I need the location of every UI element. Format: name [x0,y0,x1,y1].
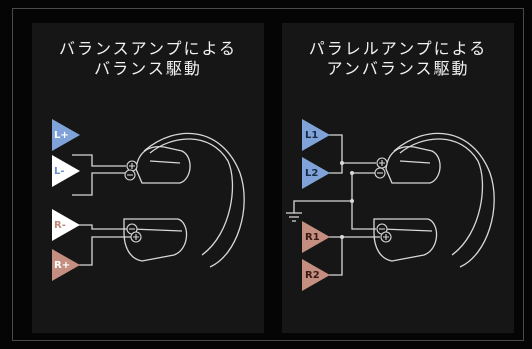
amp-triangle-l1 [302,119,330,151]
wire-l1 [326,134,376,164]
lower-earcup [123,218,188,262]
lower-earcup [373,218,438,262]
amp-triangle-l2 [302,157,330,189]
headband-inner-lower [201,160,234,256]
balanced-panel-title: バランスアンプによる バランス駆動 [32,39,264,79]
wire-l2 [326,163,343,174]
plus-sign-icon [129,163,135,169]
amp-label-r-minus: R- [54,220,66,231]
junction-dot [340,161,344,165]
wire-ground-bus [293,173,353,213]
amp-triangle-r2 [302,259,330,291]
wire-r-plus [72,236,132,266]
balanced-amp-panel: バランスアンプによる バランス駆動 [32,23,264,333]
outer-frame [12,8,524,341]
wire-ground-right-minus [351,201,376,230]
wire-l-plus [72,154,126,167]
parallel-diagram: L1 L2 R1 R2 [286,119,495,291]
headband-inner [399,138,479,162]
plus-sign-icon [133,234,139,240]
plus-sign-icon [383,234,389,240]
parallel-title-line2: アンバランス駆動 [326,59,470,78]
amp-triangle-l-plus [52,119,80,151]
plus-sign-icon [379,160,385,166]
headband-inner-lower [451,160,484,256]
balanced-diagram: L+ L- R- R+ [52,119,245,281]
parallel-amp-panel: パラレルアンプによる アンバランス駆動 [282,23,514,333]
headband-outer [143,132,245,268]
balanced-title-line1: バランスアンプによる [58,39,238,58]
headband-inner [149,138,229,162]
amp-label-r1: R1 [305,232,320,243]
lower-earcup-seam [381,228,433,232]
amp-triangle-l-minus [52,155,80,187]
amp-label-r-plus: R+ [54,260,70,271]
headband-outer [393,132,495,268]
upper-earcup-seam [399,160,431,164]
wire-r2 [326,237,343,276]
parallel-panel-title: パラレルアンプによる アンバランス駆動 [282,39,514,79]
amp-label-l-plus: L+ [54,130,69,141]
parallel-title-line1: パラレルアンプによる [308,39,488,58]
balanced-title-line2: バランス駆動 [94,59,202,78]
amp-label-l-minus: L- [54,166,65,177]
amp-label-r2: R2 [305,270,320,281]
amp-triangle-r-plus [52,249,80,281]
junction-dot [340,235,344,239]
junction-dot [350,199,354,203]
amp-label-l2: L2 [305,168,318,179]
amp-triangle-r-minus [52,209,80,241]
lower-earcup-seam [131,228,183,232]
amp-label-l1: L1 [305,130,318,141]
junction-dot [350,171,354,175]
upper-earcup [385,145,441,184]
ground-icon [286,212,302,222]
wire-l-minus [72,172,126,196]
wire-r-minus [72,224,128,230]
upper-earcup [135,145,191,184]
amp-triangle-r1 [302,221,330,253]
upper-earcup-seam [149,160,181,164]
